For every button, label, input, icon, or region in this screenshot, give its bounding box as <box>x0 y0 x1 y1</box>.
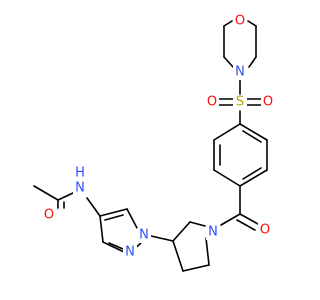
bond <box>172 221 191 242</box>
morpholine-oxygen-label: O <box>235 14 245 29</box>
bond <box>220 213 241 226</box>
bond <box>33 185 59 201</box>
acetyl-oxygen-label: O <box>44 208 54 223</box>
bond <box>108 242 124 250</box>
atom-labels: O N S O O O N N N H N O <box>42 14 275 260</box>
bond <box>248 56 257 68</box>
pyrazole-n2-label: N <box>125 245 135 260</box>
bond <box>236 219 256 231</box>
carbonyl-oxygen-label: O <box>260 223 270 238</box>
bond <box>182 264 210 272</box>
molecule-canvas: O N S O O O N N N H N O <box>0 0 300 300</box>
structure-drawing: O N S O O O N N N H N O <box>0 0 300 300</box>
amide-hydrogen-label: H <box>75 166 85 181</box>
bond <box>242 130 262 143</box>
bond <box>242 167 262 180</box>
bond <box>126 208 138 229</box>
bond <box>172 240 184 272</box>
pyrrolidine-nitrogen-label: N <box>208 225 218 240</box>
bond <box>189 221 206 227</box>
bonds <box>33 20 268 272</box>
sulfonyl-oxygen-left-label: O <box>207 95 217 110</box>
bond <box>223 20 233 27</box>
bond <box>102 241 125 253</box>
bond <box>247 20 257 27</box>
bond <box>205 237 210 266</box>
sulfonyl-oxygen-right-label: O <box>263 95 273 110</box>
bond <box>239 123 268 141</box>
amide-nitrogen-label: N <box>75 181 85 196</box>
bond <box>104 214 124 221</box>
bond <box>213 123 241 141</box>
bond <box>239 169 268 187</box>
bond <box>86 197 101 217</box>
drawing-background <box>0 0 300 300</box>
bond <box>223 56 234 68</box>
bond <box>99 208 128 217</box>
morpholine-nitrogen-label: N <box>235 65 245 80</box>
bond <box>150 235 174 242</box>
bond <box>57 192 74 201</box>
bond <box>99 215 104 243</box>
sulfur-label: S <box>236 95 244 110</box>
bond <box>213 169 241 187</box>
pyrazole-n1-label: N <box>139 228 149 243</box>
bond <box>239 213 259 225</box>
